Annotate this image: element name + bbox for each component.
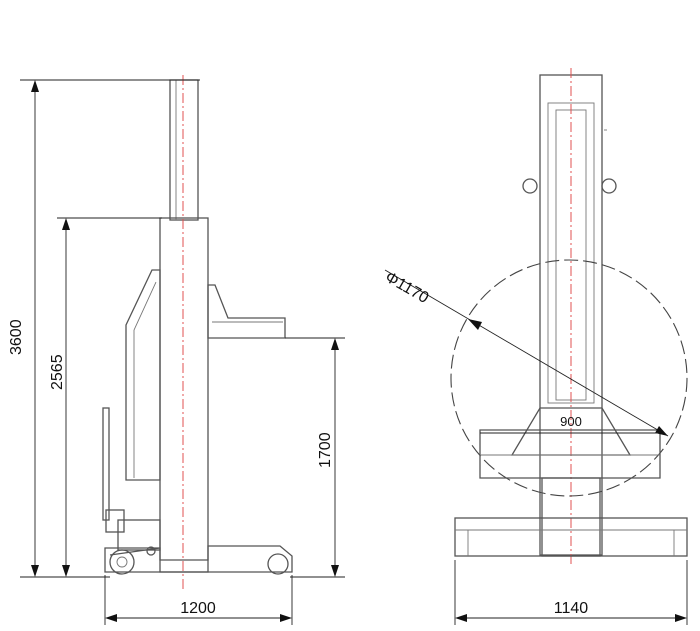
front-platform — [479, 429, 661, 479]
side-platform — [207, 284, 286, 339]
front-dimensions: Φ1170 900 1140 — [382, 269, 688, 625]
side-backrest — [125, 269, 161, 481]
front-base-frame — [454, 517, 688, 557]
dim-2565-arrow-top — [62, 218, 70, 230]
side-dimensions: 3600 2565 1700 1200 — [8, 79, 345, 625]
dim-diameter-arrow-lower — [655, 426, 668, 436]
dim-1200-arrow-left — [105, 614, 117, 622]
side-pump-body — [105, 509, 125, 533]
dim-3600-arrow-bottom — [31, 565, 39, 577]
dim-900-label: 900 — [560, 414, 582, 429]
dim-1200-label: 1200 — [180, 600, 216, 617]
dim-diameter-leader — [384, 269, 669, 437]
front-view — [450, 68, 688, 565]
side-pump-pin — [146, 546, 156, 556]
side-wheel-rear — [267, 553, 289, 575]
dim-1700-arrow-top — [331, 338, 339, 350]
dim-1140-arrow-right — [675, 614, 687, 622]
dim-1140-label: 1140 — [554, 600, 589, 617]
dim-1700-label: 1700 — [317, 432, 334, 468]
side-wheel-front-hub — [116, 556, 128, 568]
side-pump-housing — [117, 519, 161, 551]
dim-1700-arrow-bottom — [331, 565, 339, 577]
dim-3600-arrow-top — [31, 80, 39, 92]
side-mast-upper — [169, 79, 199, 221]
side-view — [102, 75, 293, 590]
side-base — [104, 545, 293, 573]
side-wheel-front — [109, 549, 135, 575]
side-column — [159, 217, 209, 573]
dim-diameter-label: Φ1170 — [382, 269, 431, 307]
side-backrest-inner-slope — [133, 281, 157, 331]
dim-3600-label: 3600 — [8, 319, 25, 355]
dim-1200-arrow-right — [280, 614, 292, 622]
dim-diameter-arrow-upper — [468, 319, 482, 330]
dim-1140-arrow-left — [455, 614, 467, 622]
dim-2565-arrow-bottom — [62, 565, 70, 577]
front-load-circle — [450, 259, 688, 497]
front-mast-inner — [547, 102, 595, 404]
front-lift-eye-left — [522, 178, 538, 194]
front-lift-eye-right — [601, 178, 617, 194]
side-pump-link — [109, 547, 161, 556]
dim-2565-label: 2565 — [49, 354, 66, 390]
side-handle — [102, 407, 110, 521]
